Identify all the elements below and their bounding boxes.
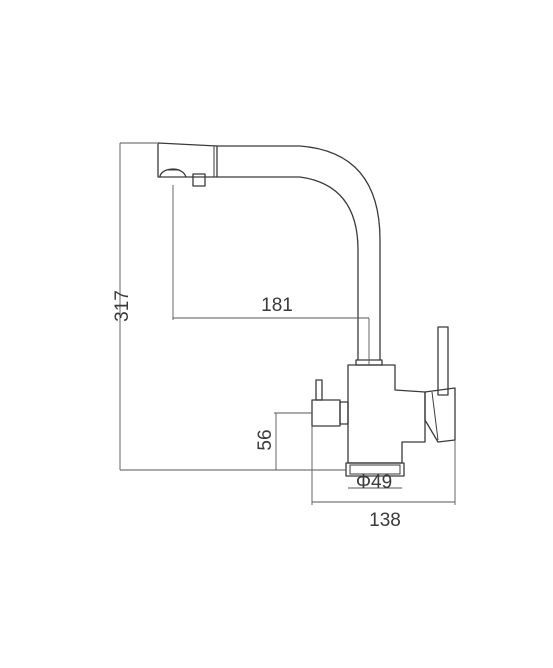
faucet-body bbox=[347, 364, 426, 464]
dim-base-diameter: Φ49 bbox=[348, 472, 402, 493]
dim-width-total: 138 bbox=[311, 426, 456, 531]
dim-width-total-label: 138 bbox=[369, 510, 401, 531]
spout-head bbox=[157, 142, 218, 187]
dim-spout-reach: 181 bbox=[172, 185, 370, 365]
dimensions: 317 181 56 Φ49 138 bbox=[112, 142, 456, 531]
main-lever bbox=[424, 326, 456, 443]
faucet-outline bbox=[157, 142, 456, 477]
side-valve bbox=[311, 379, 349, 427]
dim-height-total-label: 317 bbox=[112, 290, 133, 322]
dim-base-diameter-label: Φ49 bbox=[356, 472, 392, 493]
dim-height-total: 317 bbox=[112, 142, 346, 471]
base-ring bbox=[345, 462, 405, 477]
dim-side-valve-height: 56 bbox=[255, 412, 312, 470]
spout-tube bbox=[216, 145, 381, 361]
dim-side-valve-height-label: 56 bbox=[255, 429, 276, 450]
dim-spout-reach-label: 181 bbox=[261, 295, 293, 316]
